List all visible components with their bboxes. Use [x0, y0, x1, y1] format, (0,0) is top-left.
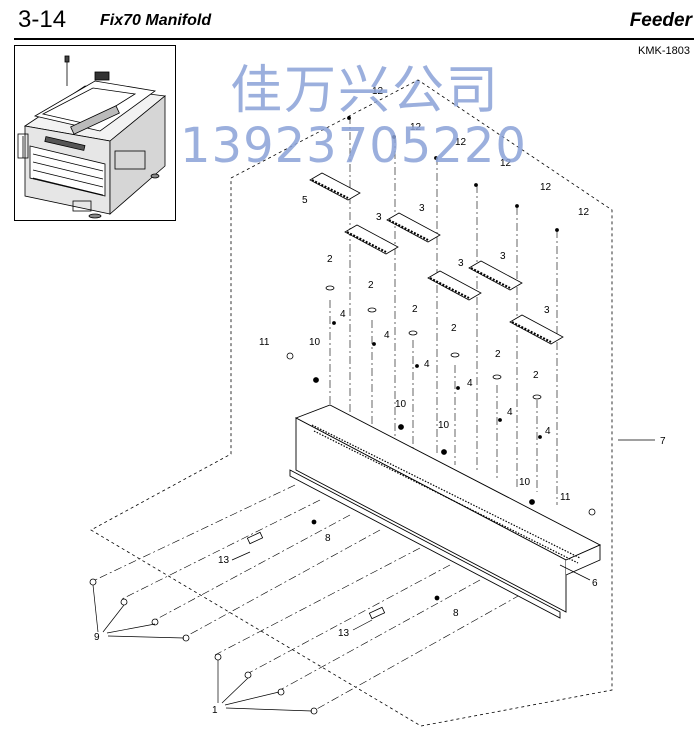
callout-4: 4: [424, 359, 430, 370]
callout-12: 12: [372, 86, 384, 97]
callout-2: 2: [451, 323, 457, 334]
manifold-port-row: [311, 424, 581, 564]
callout-3: 3: [500, 251, 506, 262]
callout-7: 7: [660, 436, 666, 447]
callout-12: 12: [578, 207, 590, 218]
callout-3: 3: [419, 203, 425, 214]
callout-12: 12: [500, 158, 512, 169]
callout-12: 12: [455, 137, 467, 148]
callout-4: 4: [340, 309, 346, 320]
callout-13: 13: [338, 628, 350, 639]
strip-5: [309, 172, 361, 201]
strip-3c: [427, 270, 482, 301]
callout-10: 10: [438, 420, 450, 431]
callout-2: 2: [495, 349, 501, 360]
strip-3d: [468, 260, 523, 291]
callout-4: 4: [467, 378, 473, 389]
strip-3e: [509, 314, 564, 345]
callout-labels: 12 12 12 12 12 12 5 3 3 3 3 3 2 2 2 2 2 …: [94, 86, 666, 716]
page-title: Fix70 Manifold: [100, 12, 212, 29]
strip-3b: [386, 212, 441, 243]
watermark-company: 佳万兴公司: [230, 61, 501, 121]
pcb-strips: [309, 172, 564, 345]
callout-12: 12: [410, 122, 422, 133]
callout-2: 2: [368, 280, 374, 291]
section-number: 3-14: [18, 6, 67, 33]
small-parts: [89, 116, 596, 715]
strip-3a: [344, 224, 399, 255]
machine-illustration: [17, 55, 166, 219]
callout-6: 6: [592, 578, 598, 589]
callout-8: 8: [453, 608, 459, 619]
callout-9: 9: [94, 632, 100, 643]
callout-10: 10: [395, 399, 407, 410]
header-rule: [14, 38, 694, 40]
callout-4: 4: [384, 330, 390, 341]
manifold-body: [289, 404, 602, 619]
watermark-phone: 13923705220: [180, 118, 527, 174]
callout-10: 10: [309, 337, 321, 348]
page-header: 3-14 Fix70 Manifold Feeder KMK-1803: [0, 0, 700, 57]
document-code: KMK-1803: [638, 45, 690, 57]
callout-3: 3: [376, 212, 382, 223]
callout-2: 2: [533, 370, 539, 381]
leader-lines: [92, 439, 655, 712]
callout-2: 2: [327, 254, 333, 265]
callout-4: 4: [507, 407, 513, 418]
callout-3: 3: [544, 305, 550, 316]
callout-10: 10: [519, 477, 531, 488]
machine-thumbnail: [14, 45, 176, 221]
callout-11: 11: [560, 492, 571, 503]
callout-4: 4: [545, 426, 551, 437]
assembly-outline: [90, 79, 613, 727]
category-label: Feeder: [629, 10, 692, 31]
centerlines: [94, 116, 558, 711]
callout-5: 5: [302, 195, 308, 206]
callout-3: 3: [458, 258, 464, 269]
callout-2: 2: [412, 304, 418, 315]
callout-8: 8: [325, 533, 331, 544]
callout-11: 11: [259, 337, 270, 348]
callout-13: 13: [218, 555, 230, 566]
callout-1: 1: [212, 705, 218, 716]
callout-12: 12: [540, 182, 552, 193]
